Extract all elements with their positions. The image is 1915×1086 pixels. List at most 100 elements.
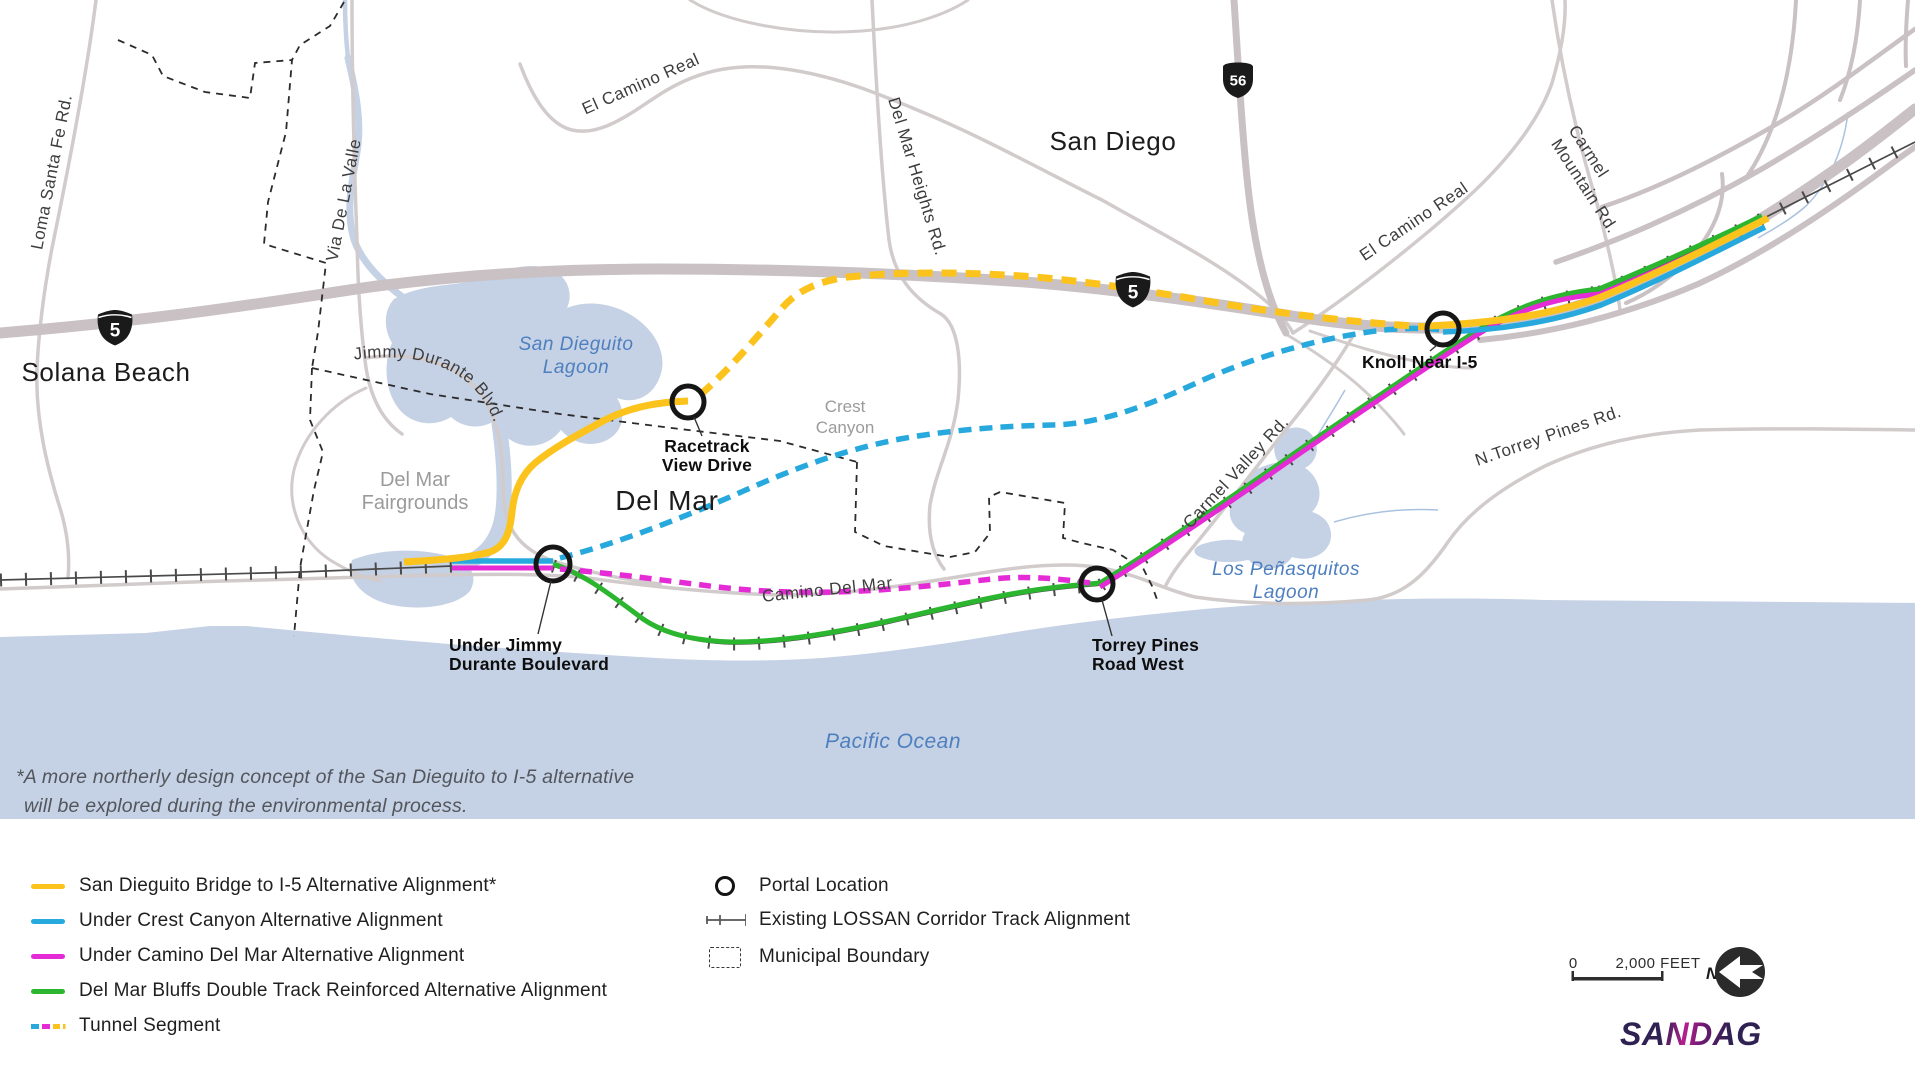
label-crest-canyon-2: Canyon xyxy=(816,418,875,437)
label-torrey-2: Road West xyxy=(1092,654,1184,674)
freeway-ramp-h xyxy=(1903,0,1910,68)
water-layer xyxy=(0,0,1915,819)
label-racetrack-2: View Drive xyxy=(662,455,752,475)
label-racetrack-1: Racetrack xyxy=(664,436,750,456)
label-fairgrounds-1: Del Mar xyxy=(380,469,450,491)
i5-shield-mid-number: 5 xyxy=(1128,283,1139,304)
portal-racetrack-view-drive xyxy=(669,383,707,421)
scale-bar: 0 2,000 FEET xyxy=(1569,955,1700,981)
freeway-ramp-e xyxy=(1624,172,1725,305)
camino-del-mar-tunnel xyxy=(559,566,1098,595)
scale-distance: 2,000 FEET xyxy=(1615,955,1700,972)
road-coast-camino-del-mar xyxy=(0,427,1915,606)
label-el-camino-real-east: El Camino Real xyxy=(1356,178,1472,264)
legend-label: Del Mar Bluffs Double Track Reinforced A… xyxy=(79,980,608,1001)
legend-label: Under Camino Del Mar Alternative Alignme… xyxy=(79,945,465,966)
label-san-dieguito-lagoon-1: San Dieguito xyxy=(519,334,634,355)
footnote-line2: will be explored during the environmenta… xyxy=(24,795,468,817)
legend-label: Tunnel Segment xyxy=(79,1015,221,1036)
ca56-shield: 56 xyxy=(1223,62,1253,98)
legend-label: Existing LOSSAN Corridor Track Alignment xyxy=(759,909,1131,930)
portal-torrey-pines-road-west xyxy=(1078,565,1116,603)
i5-shield-west-number: 5 xyxy=(110,321,121,342)
san-dieguito-river xyxy=(344,54,412,305)
label-solana-beach: Solana Beach xyxy=(21,357,190,387)
footnote-line1: *A more northerly design concept of the … xyxy=(16,766,635,788)
legend-label: Under Crest Canyon Alternative Alignment xyxy=(79,910,443,931)
ca56-shield-number: 56 xyxy=(1230,73,1247,90)
label-fairgrounds-2: Fairgrounds xyxy=(362,492,469,514)
label-penasquitos-lagoon-2: Lagoon xyxy=(1253,582,1319,603)
legend-item-camino-del-mar: Under Camino Del Mar Alternative Alignme… xyxy=(30,944,464,968)
creeks xyxy=(1315,111,1849,523)
footnote: *A more northerly design concept of the … xyxy=(16,763,634,821)
north-arrow-glyph xyxy=(1719,956,1763,988)
freeway-ramp-f xyxy=(1746,0,1798,177)
track-ticks xyxy=(0,136,1915,651)
label-n-torrey-pines: N.Torrey Pines Rd. xyxy=(1473,402,1624,470)
crest-canyon-tunnel xyxy=(559,325,1444,561)
road-via-de-la-valle xyxy=(350,0,404,436)
legend-item-tunnel-segment: Tunnel Segment xyxy=(30,1014,221,1038)
portal-knoll-near-i5 xyxy=(1424,310,1462,348)
legend-label: Municipal Boundary xyxy=(759,946,930,967)
route-san-dieguito-bridge xyxy=(403,214,1770,566)
municipal-boundary-icon xyxy=(709,946,741,968)
label-camino-del-mar: Camino Del Mar xyxy=(761,573,893,606)
municipal-boundary xyxy=(117,1,1159,637)
legend-item-san-dieguito-bridge: San Dieguito Bridge to I-5 Alternative A… xyxy=(30,874,496,898)
san-dieguito-lagoon-shape xyxy=(385,266,663,446)
north-arrow: N xyxy=(1706,947,1765,997)
lossan-track-icon xyxy=(706,914,746,926)
road-loma-santa-fe xyxy=(35,0,98,580)
freeway-56 xyxy=(1230,0,1290,337)
portal-leader-lines xyxy=(537,344,1438,637)
freeway-ramp-g xyxy=(1838,0,1862,102)
sandag-logo: SANDAG xyxy=(1620,1016,1762,1052)
roads-layer xyxy=(0,0,1915,606)
freeway-strand-b xyxy=(1477,144,1915,343)
road-el-camino-real-east xyxy=(1291,0,1567,335)
portal-location-icon xyxy=(715,876,735,896)
label-jimmy-1: Under Jimmy xyxy=(449,635,562,655)
road-fairgrounds-loop xyxy=(290,386,382,583)
label-carmel-mountain: Carmel Mountain Rd. xyxy=(1547,122,1622,237)
freeway-strand-d xyxy=(1599,26,1915,210)
road-carmel-valley xyxy=(1164,334,1355,587)
scale-zero: 0 xyxy=(1569,955,1577,972)
i5-shield-west: 5 xyxy=(97,310,133,346)
label-pacific-ocean: Pacific Ocean xyxy=(825,730,961,753)
road-carmel-mountain xyxy=(1550,0,1622,312)
san-dieguito-tunnel xyxy=(697,269,1431,398)
freeway-i5 xyxy=(0,103,1915,339)
legend-swatch-yellow-line xyxy=(31,883,65,889)
route-del-mar-bluffs xyxy=(552,213,1764,645)
legend-swatch-magenta-line xyxy=(31,953,65,959)
legend-label: Portal Location xyxy=(759,875,889,896)
legend-swatch-tunnel-dashes xyxy=(31,1023,66,1029)
ramp-b xyxy=(1308,329,1474,370)
i5-shield-mid: 5 xyxy=(1115,272,1151,308)
legend-item-del-mar-bluffs: Del Mar Bluffs Double Track Reinforced A… xyxy=(30,979,607,1003)
penasquitos-lagoon-shape xyxy=(1229,462,1332,569)
label-torrey-1: Torrey Pines xyxy=(1092,635,1199,655)
label-knoll: Knoll Near I-5 xyxy=(1362,352,1478,372)
label-jimmy-2: Durante Boulevard xyxy=(449,654,609,674)
label-del-mar: Del Mar xyxy=(615,485,719,516)
legend-label: San Dieguito Bridge to I-5 Alternative A… xyxy=(79,875,497,896)
san-dieguito-river-upper xyxy=(342,0,351,59)
road-top-middle xyxy=(688,0,970,34)
ramp-a xyxy=(1282,331,1406,436)
legend-item-municipal-boundary: Municipal Boundary xyxy=(704,945,929,969)
freeway-strand-c xyxy=(1553,67,1915,265)
river-mouth-shape xyxy=(350,550,474,608)
legend-item-crest-canyon: Under Crest Canyon Alternative Alignment xyxy=(30,909,443,933)
label-san-dieguito-lagoon-2: Lagoon xyxy=(543,357,609,378)
legend-item-lossan-track: Existing LOSSAN Corridor Track Alignment xyxy=(704,908,1130,932)
road-del-mar-heights xyxy=(870,0,962,571)
legend-item-portal-location: Portal Location xyxy=(704,874,889,898)
road-el-camino-real-west xyxy=(518,62,1295,335)
portal-markers xyxy=(533,310,1462,603)
legend-swatch-green-line xyxy=(31,988,65,994)
